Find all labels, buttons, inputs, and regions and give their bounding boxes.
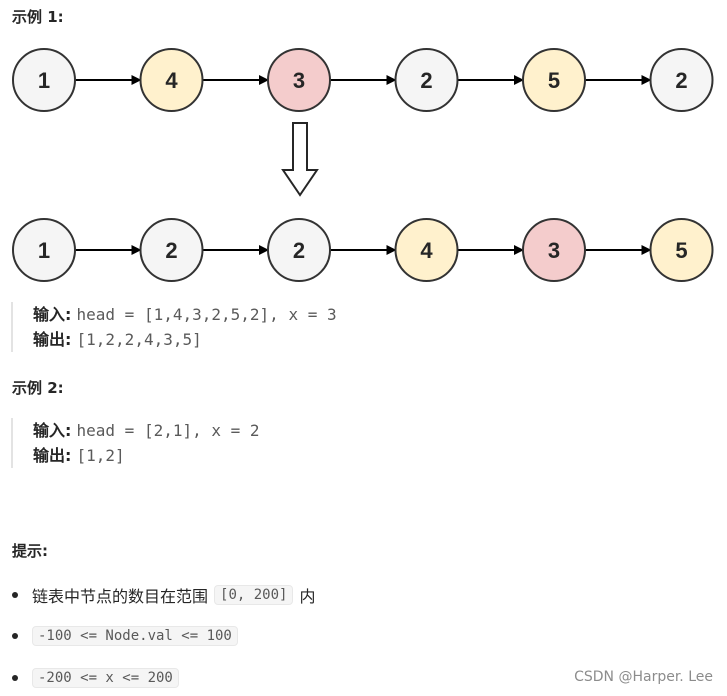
linked-list-after: 1 2 2 4 3 5 bbox=[12, 218, 714, 282]
output-value: [1,2,2,4,3,5] bbox=[76, 330, 202, 349]
before-node-circle bbox=[649, 48, 714, 112]
example1-title: 示例 1: bbox=[12, 8, 64, 26]
input-value: head = [1,4,3,2,5,2], x = 3 bbox=[76, 305, 337, 324]
after-node-circle bbox=[139, 218, 204, 282]
hint-item-1: 链表中节点的数目在范围 [0, 200] 内 bbox=[12, 583, 315, 607]
after-node-value: 5 bbox=[675, 238, 687, 263]
before-node-value: 3 bbox=[293, 68, 305, 93]
hint-code: [0, 200] bbox=[214, 585, 294, 605]
linked-list-before: 1 4 3 2 5 2 bbox=[12, 48, 714, 112]
input-label: 输入 bbox=[33, 421, 66, 440]
before-node-value: 2 bbox=[675, 68, 687, 93]
before-node-value: 2 bbox=[420, 68, 432, 93]
before-node-circle bbox=[12, 48, 76, 112]
after-node-value: 2 bbox=[293, 238, 305, 263]
input-label: 输入 bbox=[33, 305, 66, 324]
hint-code: -100 <= Node.val <= 100 bbox=[32, 626, 238, 646]
before-node-circle bbox=[394, 48, 459, 112]
example1-input-line: 输入: head = [1,4,3,2,5,2], x = 3 bbox=[33, 305, 337, 324]
after-node-circle bbox=[394, 218, 459, 282]
before-node-circle bbox=[267, 48, 331, 112]
output-value: [1,2] bbox=[76, 446, 125, 465]
after-node-value: 2 bbox=[165, 238, 177, 263]
hint-text-suffix: 内 bbox=[299, 587, 316, 606]
example2-input-line: 输入: head = [2,1], x = 2 bbox=[33, 421, 260, 440]
before-node-value: 4 bbox=[165, 68, 178, 93]
hint-item-2: -100 <= Node.val <= 100 bbox=[12, 626, 238, 646]
hints-title: 提示: bbox=[12, 542, 48, 560]
after-node-value: 4 bbox=[420, 238, 433, 263]
after-node-circle bbox=[267, 218, 331, 282]
bullet-dot-icon bbox=[12, 675, 18, 681]
example1-output-line: 输出: [1,2,2,4,3,5] bbox=[33, 330, 202, 349]
example2-title: 示例 2: bbox=[12, 379, 64, 397]
transform-arrow-icon bbox=[281, 122, 319, 197]
example2-output-line: 输出: [1,2] bbox=[33, 446, 125, 465]
after-node-value: 3 bbox=[548, 238, 560, 263]
hint-text: 链表中节点的数目在范围 bbox=[32, 587, 209, 606]
after-node-value: 1 bbox=[38, 238, 50, 263]
before-node-value: 1 bbox=[38, 68, 50, 93]
watermark: CSDN @Harper. Lee bbox=[574, 669, 713, 685]
output-label: 输出 bbox=[33, 446, 66, 465]
bullet-dot-icon bbox=[12, 592, 18, 598]
before-node-value: 5 bbox=[548, 68, 560, 93]
bullet-dot-icon bbox=[12, 633, 18, 639]
before-node-circle bbox=[139, 48, 204, 112]
example1-block: 输入: head = [1,4,3,2,5,2], x = 3 输出: [1,2… bbox=[11, 302, 337, 352]
after-node-circle bbox=[649, 218, 714, 282]
before-node-circle bbox=[522, 48, 586, 112]
output-label: 输出 bbox=[33, 330, 66, 349]
hint-item-3: -200 <= x <= 200 bbox=[12, 668, 179, 688]
hint-code: -200 <= x <= 200 bbox=[32, 668, 179, 688]
example2-block: 输入: head = [2,1], x = 2 输出: [1,2] bbox=[11, 418, 260, 468]
after-node-circle bbox=[522, 218, 586, 282]
input-value: head = [2,1], x = 2 bbox=[76, 421, 260, 440]
after-node-circle bbox=[12, 218, 76, 282]
